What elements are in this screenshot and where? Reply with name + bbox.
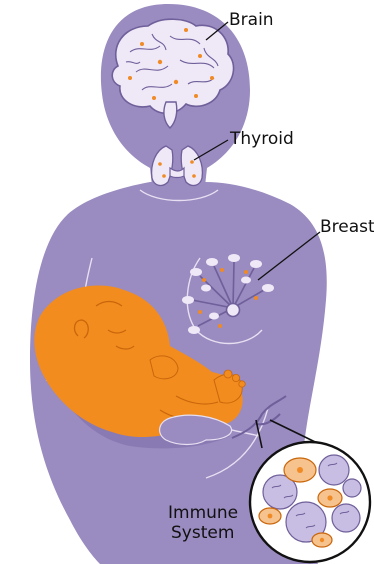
cell-nucleus bbox=[320, 538, 324, 542]
dot bbox=[128, 76, 132, 80]
lobule bbox=[206, 258, 218, 266]
dot bbox=[254, 296, 258, 300]
cell-nucleus bbox=[327, 495, 332, 500]
label-breast: Breast bbox=[320, 217, 374, 237]
dot bbox=[202, 278, 206, 282]
dot bbox=[158, 60, 162, 64]
cell-purple bbox=[332, 504, 360, 532]
lobule bbox=[250, 260, 262, 268]
duct bbox=[233, 262, 234, 308]
toe bbox=[239, 381, 245, 387]
toe bbox=[224, 370, 232, 378]
dot bbox=[162, 174, 166, 178]
nipple bbox=[227, 304, 240, 317]
dot bbox=[198, 310, 202, 314]
dot bbox=[220, 268, 224, 272]
dot bbox=[244, 270, 248, 274]
lobule bbox=[241, 277, 251, 284]
cell-purple bbox=[343, 479, 361, 497]
brain-outline bbox=[112, 19, 233, 113]
dot bbox=[158, 162, 162, 166]
dot bbox=[190, 160, 194, 164]
dot bbox=[152, 96, 156, 100]
dot bbox=[184, 28, 188, 32]
label-immune-line2: System bbox=[171, 523, 234, 543]
dot bbox=[210, 76, 214, 80]
dot bbox=[218, 324, 222, 328]
cell-nucleus bbox=[268, 514, 273, 519]
lobule bbox=[209, 313, 219, 320]
label-immune-line1: Immune bbox=[168, 503, 238, 523]
label-brain: Brain bbox=[229, 10, 274, 30]
lobule bbox=[190, 268, 202, 276]
dot bbox=[194, 94, 198, 98]
dot bbox=[140, 42, 144, 46]
lobule bbox=[262, 284, 274, 292]
cell-nucleus bbox=[297, 467, 303, 473]
lobule bbox=[201, 285, 211, 292]
dot bbox=[174, 80, 178, 84]
cell-purple bbox=[319, 455, 349, 485]
dot bbox=[198, 54, 202, 58]
toe bbox=[232, 374, 239, 381]
lobule bbox=[228, 254, 240, 262]
lobule bbox=[182, 296, 194, 304]
label-thyroid: Thyroid bbox=[229, 129, 294, 149]
dot bbox=[192, 174, 196, 178]
lobule bbox=[188, 326, 200, 334]
